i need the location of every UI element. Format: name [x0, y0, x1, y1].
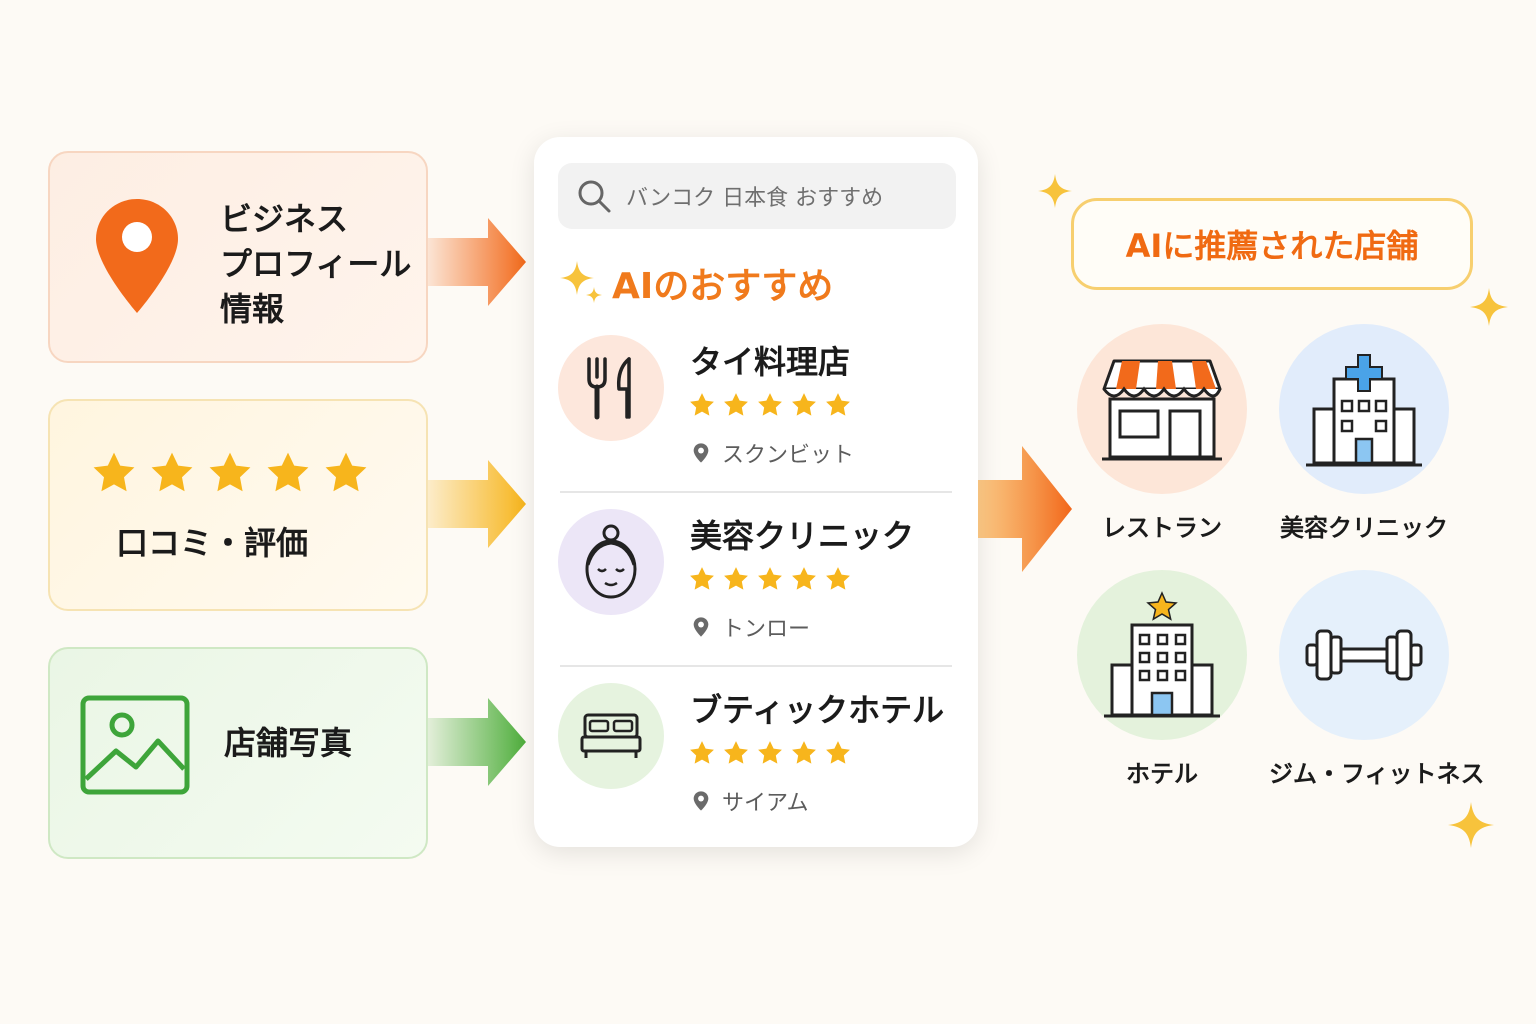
arrow-profile-icon	[428, 218, 526, 306]
divider	[560, 665, 952, 667]
list-item[interactable]: ブティックホテル サイアム	[558, 681, 954, 853]
category-restaurant: レストラン	[1067, 324, 1257, 543]
location-pin-icon	[690, 614, 712, 640]
category-label: ホテル	[1126, 760, 1198, 788]
ai-heading: AIのおすすめ	[560, 257, 833, 309]
arrow-reviews-icon	[428, 460, 526, 548]
storefront-icon	[1077, 324, 1247, 494]
location-text: サイアム	[722, 791, 809, 816]
map-pin-icon	[94, 197, 180, 319]
location-pin-icon	[690, 788, 712, 814]
fork-knife-icon	[558, 335, 664, 441]
arrow-result-icon	[978, 446, 1072, 572]
category-label: レストラン	[1102, 514, 1222, 542]
category-label: 美容クリニック	[1280, 514, 1448, 542]
input-card-photos: 店舗写真	[48, 647, 428, 859]
recommended-title: AIに推薦された店舗	[1125, 227, 1419, 265]
five-stars-icon	[90, 449, 370, 497]
ai-recommendation-panel: バンコク 日本食 おすすめ AIのおすすめ タイ料理店 スクンビット	[534, 137, 978, 847]
item-location: トンロー	[690, 611, 810, 643]
arrow-photos-icon	[428, 698, 526, 786]
search-icon	[576, 178, 612, 214]
item-name: タイ料理店	[690, 343, 851, 381]
rating-stars	[688, 565, 852, 593]
search-input[interactable]: バンコク 日本食 おすすめ	[626, 186, 884, 211]
hotel-building-icon	[1077, 570, 1247, 740]
input-card-profile: ビジネス プロフィール 情報	[48, 151, 428, 363]
ai-heading-text: AIのおすすめ	[612, 266, 834, 307]
list-item[interactable]: タイ料理店 スクンビット	[558, 333, 954, 505]
category-clinic: 美容クリニック	[1269, 324, 1459, 543]
rating-stars	[688, 739, 852, 767]
category-hotel: ホテル	[1067, 570, 1257, 789]
hospital-icon	[1279, 324, 1449, 494]
reviews-label: 口コミ・評価	[116, 524, 309, 562]
sparkle-icon	[1448, 802, 1494, 848]
item-name: 美容クリニック	[690, 517, 915, 555]
dumbbell-icon	[1279, 570, 1449, 740]
location-text: トンロー	[722, 617, 811, 642]
search-bar[interactable]: バンコク 日本食 おすすめ	[558, 163, 956, 229]
photos-label: 店舗写真	[224, 724, 353, 762]
category-label: ジム・フィットネス	[1269, 760, 1485, 788]
location-pin-icon	[690, 440, 712, 466]
list-item[interactable]: 美容クリニック トンロー	[558, 507, 954, 679]
face-icon	[558, 509, 664, 615]
location-text: スクンビット	[722, 443, 855, 468]
image-icon	[80, 695, 190, 799]
bed-icon	[558, 683, 664, 789]
profile-label: ビジネス プロフィール 情報	[220, 200, 412, 328]
sparkle-icon	[1470, 288, 1508, 326]
input-card-reviews: 口コミ・評価	[48, 399, 428, 611]
divider	[560, 491, 952, 493]
sparkle-icon	[1038, 174, 1072, 208]
sparkle-icon	[560, 261, 604, 305]
item-location: サイアム	[690, 785, 808, 817]
item-name: ブティックホテル	[690, 691, 945, 729]
rating-stars	[688, 391, 852, 419]
category-gym: ジム・フィットネス	[1269, 570, 1485, 789]
item-location: スクンビット	[690, 437, 854, 469]
recommended-badge: AIに推薦された店舗	[1071, 198, 1473, 290]
